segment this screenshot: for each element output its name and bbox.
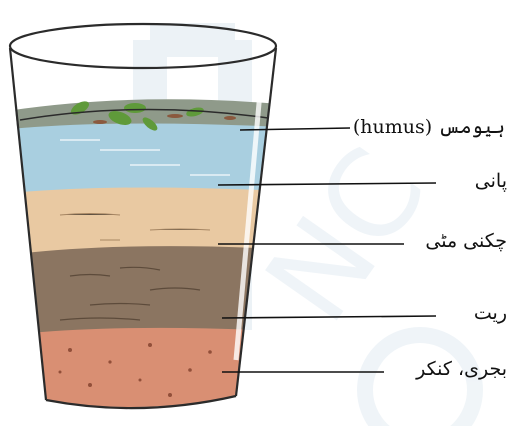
label-water: پانی (475, 170, 507, 192)
label-clay: چکنی مٹی (425, 230, 507, 252)
svg-text:NC: NC (240, 125, 453, 347)
label-humus: ہیومس (humus) (353, 116, 505, 138)
label-sand: ریت (474, 302, 507, 324)
gravel-layer (0, 323, 300, 426)
label-gravel: بجری، کنکر (416, 358, 507, 380)
